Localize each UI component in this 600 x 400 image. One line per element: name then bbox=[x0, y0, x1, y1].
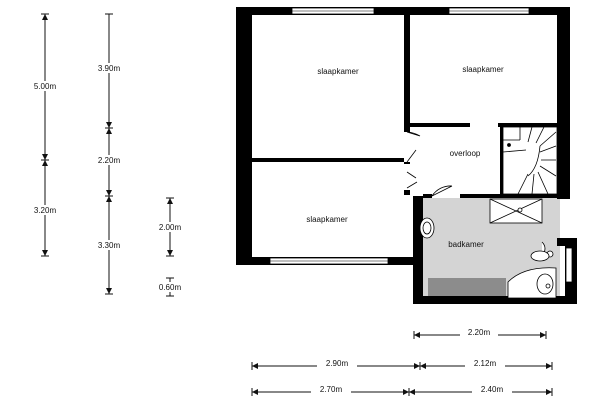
dimension-column-3: 2.00m 0.60m bbox=[151, 197, 189, 297]
room-label-bedroom-bottom: slaapkamer bbox=[306, 215, 348, 224]
dimension-column-2: 3.90m 2.20m 3.30m bbox=[90, 13, 128, 295]
dimension-row-3: 2.70m 2.40m bbox=[251, 385, 553, 396]
room-label-bedroom-top-right: slaapkamer bbox=[462, 65, 504, 74]
staircase bbox=[502, 126, 558, 195]
bathroom-tile-area bbox=[428, 278, 506, 300]
dimension-label: 3.30m bbox=[98, 241, 121, 250]
dimension-column-1: 5.00m 3.20m bbox=[26, 13, 64, 257]
dimension-label: 2.90m bbox=[326, 359, 349, 368]
dimension-label: 2.00m bbox=[159, 223, 182, 232]
dimension-label: 2.12m bbox=[474, 359, 497, 368]
dimension-label: 5.00m bbox=[34, 82, 57, 91]
dimension-label: 2.70m bbox=[320, 385, 343, 394]
dimension-label: 2.20m bbox=[468, 328, 491, 337]
dimension-label: 2.20m bbox=[98, 156, 121, 165]
dimension-label: 2.40m bbox=[481, 385, 504, 394]
dimension-row-2: 2.90m 2.12m bbox=[251, 359, 553, 370]
dimension-label: 3.90m bbox=[98, 64, 121, 73]
room-label-bathroom: badkamer bbox=[448, 240, 484, 249]
bathroom-fixtures bbox=[419, 198, 557, 299]
room-label-bedroom-top-left: slaapkamer bbox=[317, 67, 359, 76]
room-label-landing: overloop bbox=[450, 149, 481, 158]
doors bbox=[404, 123, 498, 198]
dimension-label: 3.20m bbox=[34, 206, 57, 215]
dimension-label: 0.60m bbox=[159, 283, 182, 292]
dimension-row-1: 2.20m bbox=[413, 328, 547, 339]
windows bbox=[269, 7, 573, 283]
